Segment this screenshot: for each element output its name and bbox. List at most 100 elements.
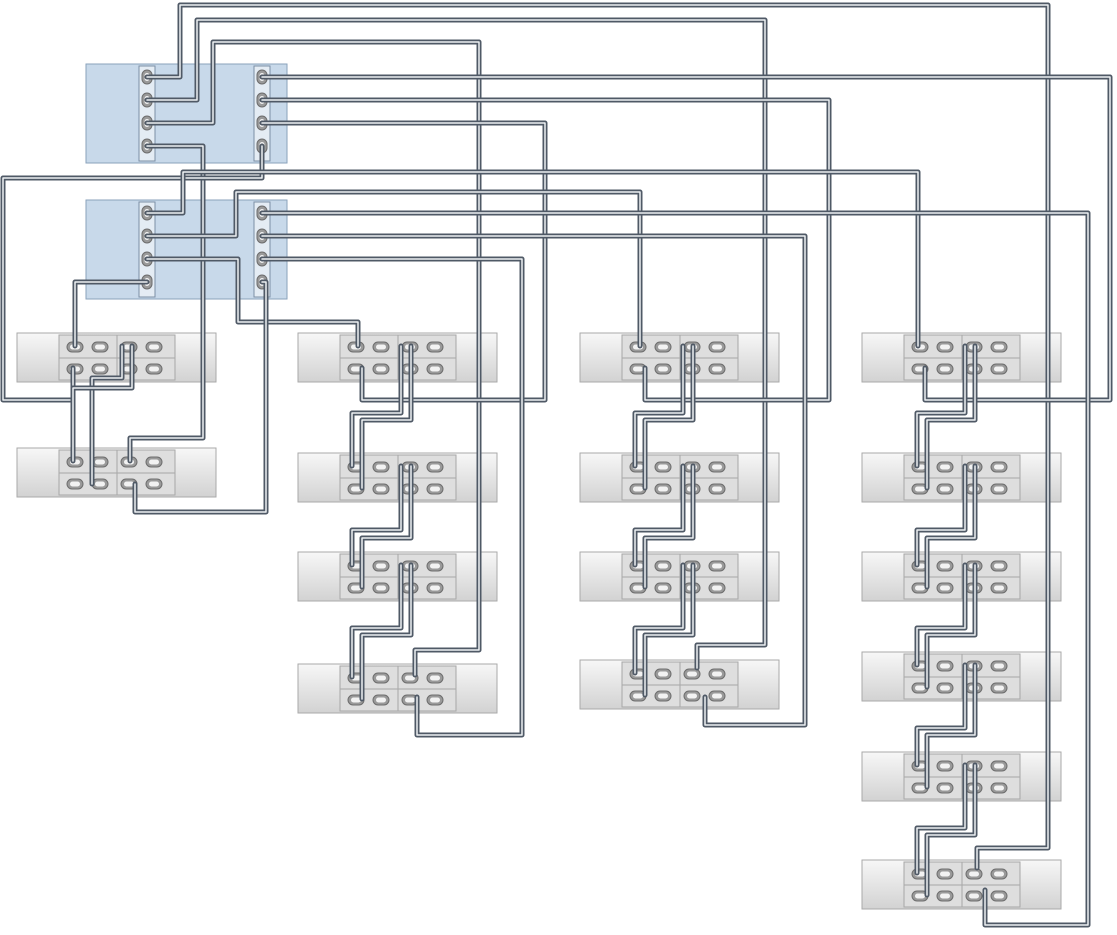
cable-6 <box>259 97 832 403</box>
cable-9 <box>144 169 921 349</box>
chain-4-shelf-4-port-bottom-2-socket <box>940 685 950 691</box>
cable-28 <box>642 463 696 590</box>
chain-4-shelf-5-port-bottom-1 <box>911 782 929 794</box>
chain-4-shelf-1 <box>861 332 1062 383</box>
chain-3-shelf-1-port-bottom-2-socket <box>658 366 668 372</box>
chain-4-shelf-3-port-top-4-socket <box>994 563 1004 569</box>
chain-1-shelf-2-port-bottom-2 <box>91 478 109 490</box>
controller-1-left-card <box>138 65 156 162</box>
chain-4-shelf-1-port-bottom-2 <box>936 363 954 375</box>
chain-4-shelf-3-port-bottom-2 <box>936 582 954 594</box>
chain-2-shelf-2 <box>297 452 498 503</box>
cable-3-core <box>146 41 480 676</box>
chain-3-shelf-2-port-bottom-2-socket <box>658 486 668 492</box>
chain-4-shelf-5-port-top-2 <box>936 760 954 772</box>
chain-4-shelf-6-port-bottom-3-socket <box>969 893 979 899</box>
chain-2-shelf-3-port-bottom-2-socket <box>376 585 386 591</box>
cable-30 <box>642 562 696 698</box>
chain-4-shelf-3-port-top-4 <box>990 560 1008 572</box>
chain-3-shelf-2-port-bottom-4 <box>708 483 726 495</box>
cable-40-core <box>926 764 976 896</box>
cable-13 <box>259 210 1091 928</box>
cable-40 <box>924 762 978 898</box>
chain-3-shelf-3-port-bottom-2 <box>654 582 672 594</box>
chain-2-shelf-1 <box>297 332 498 383</box>
chain-3-shelf-2-port-top-4-socket <box>712 464 722 470</box>
chain-4-shelf-4-port-bottom-2 <box>936 682 954 694</box>
cable-36-core <box>926 564 976 688</box>
cable-12 <box>72 279 150 349</box>
chain-4-shelf-6-port-top-2 <box>936 868 954 880</box>
chain-2-shelf-4-port-top-2-socket <box>376 675 386 681</box>
chain-1-shelf-2-port-bottom-1 <box>66 478 84 490</box>
chain-3-shelf-2 <box>579 452 780 503</box>
chain-1-shelf-2-port-top-4 <box>145 456 163 468</box>
cable-17-core <box>91 345 123 485</box>
cable-15-core <box>261 258 523 736</box>
cable-34 <box>924 463 978 590</box>
cable-21-core <box>351 465 402 566</box>
cable-35-core <box>916 564 966 666</box>
chain-2-shelf-1-port-top-2 <box>372 341 390 353</box>
cable-30-core <box>644 564 694 696</box>
cable-18-core <box>72 345 133 462</box>
chain-4-shelf-1-port-bottom-4-socket <box>994 366 1004 372</box>
chain-2-shelf-4-port-bottom-4 <box>426 694 444 706</box>
chain-3-shelf-3-port-bottom-4-socket <box>712 585 722 591</box>
cable-4-sheath <box>127 143 206 464</box>
cable-5 <box>259 74 1113 403</box>
chain-2-shelf-3-port-top-2 <box>372 560 390 572</box>
chain-4-shelf-1-port-top-2 <box>936 341 954 353</box>
chain-3-shelf-1-port-bottom-2 <box>654 363 672 375</box>
chain-4-shelf-3-port-bottom-1-socket <box>915 585 925 591</box>
cable-7-core <box>261 122 546 401</box>
cable-32-core <box>926 345 976 489</box>
chain-1-shelf-1 <box>16 332 217 383</box>
chain-3-shelf-4-port-top-2 <box>654 668 672 680</box>
chain-2-shelf-4-port-bottom-2-socket <box>376 697 386 703</box>
cable-20-core <box>361 345 412 489</box>
chain-4-shelf-1-port-top-4-socket <box>994 344 1004 350</box>
cable-18 <box>70 343 135 464</box>
chain-3-shelf-3-port-bottom-4 <box>708 582 726 594</box>
cable-23-core <box>351 564 402 678</box>
chain-3-shelf-2-port-top-2-socket <box>658 464 668 470</box>
chain-4-shelf-6 <box>861 859 1062 910</box>
chain-3-shelf-4-port-top-4 <box>708 668 726 680</box>
controller-2-right-card <box>253 201 271 298</box>
chain-4-shelf-5 <box>861 751 1062 802</box>
chain-2-shelf-3-port-bottom-2 <box>372 582 390 594</box>
chain-2-shelf-3-port-top-4-socket <box>430 563 440 569</box>
cable-31 <box>914 343 968 469</box>
cable-15 <box>259 256 525 738</box>
chain-3-shelf-4-port-bottom-4 <box>708 690 726 702</box>
chain-4-shelf-3-port-bottom-2-socket <box>940 585 950 591</box>
chain-4-shelf-3-port-bottom-4-socket <box>994 585 1004 591</box>
chain-4-shelf-5-port-bottom-1-socket <box>915 785 925 791</box>
chain-2-shelf-2-port-top-4 <box>426 461 444 473</box>
cable-33 <box>914 463 968 568</box>
chain-2-shelf-1-port-bottom-2 <box>372 363 390 375</box>
chain-4-shelf-1-port-bottom-4 <box>990 363 1008 375</box>
chain-2-shelf-2-port-bottom-4 <box>426 483 444 495</box>
chain-3-shelf-2-port-bottom-4-socket <box>712 486 722 492</box>
chain-3-shelf-2-port-top-4 <box>708 461 726 473</box>
chain-4-shelf-2-port-bottom-1 <box>911 483 929 495</box>
cable-22 <box>359 463 414 590</box>
chain-3-shelf-1 <box>579 332 780 383</box>
cable-25-core <box>634 345 684 467</box>
chain-3-shelf-3-port-top-4 <box>708 560 726 572</box>
chain-4-shelf-2-port-top-4-socket <box>994 464 1004 470</box>
chain-3-shelf-1-port-bottom-4-socket <box>712 366 722 372</box>
chain-4-shelf-4-port-top-4-socket <box>994 663 1004 669</box>
chain-4-shelf-6-port-top-3-socket <box>969 871 979 877</box>
cable-9-core <box>146 171 919 347</box>
cable-3 <box>144 39 482 678</box>
chain-2-shelf-1-port-bottom-4-socket <box>430 366 440 372</box>
chain-2-shelf-4-port-bottom-4-socket <box>430 697 440 703</box>
chain-1-shelf-1-port-top-2 <box>91 341 109 353</box>
chain-4-shelf-6-port-bottom-3 <box>965 890 983 902</box>
cable-12-core <box>74 281 148 347</box>
